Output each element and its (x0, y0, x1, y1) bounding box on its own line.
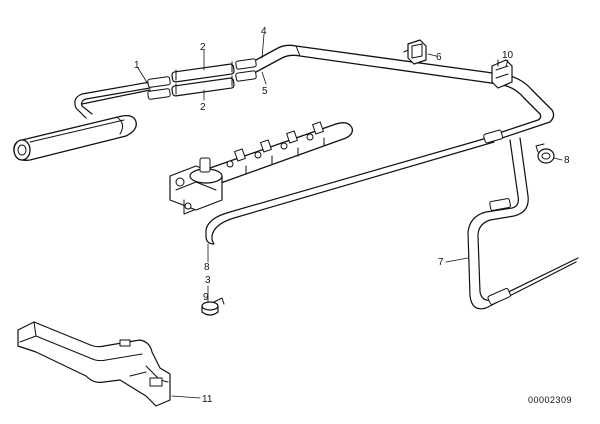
callout-6: 6 (436, 52, 442, 63)
leader-lines (137, 33, 563, 399)
callout-8-right: 8 (564, 155, 570, 166)
fuel-rail (202, 121, 354, 186)
protective-cover (17, 321, 171, 407)
return-line (205, 129, 504, 245)
filter-outlet-hose (74, 81, 151, 119)
callout-7: 7 (438, 257, 444, 268)
callout-4: 4 (261, 26, 267, 37)
front-hose-section (147, 58, 257, 100)
retaining-clip (403, 39, 427, 65)
callout-2-lower: 2 (200, 102, 206, 113)
callout-8-left: 8 (204, 262, 210, 273)
right-line-section (467, 137, 579, 310)
hose-clamp (201, 297, 225, 316)
callout-2-upper: 2 (200, 42, 206, 53)
callout-5: 5 (262, 86, 268, 97)
upper-fuel-lines (255, 44, 555, 141)
callout-labels: 1 2 2 3 4 5 6 7 8 8 9 10 11 (134, 26, 570, 405)
callout-9: 9 (203, 292, 209, 303)
callout-3: 3 (205, 275, 211, 286)
grommet (535, 143, 555, 164)
callout-1: 1 (134, 60, 140, 71)
bracket-clip (491, 59, 513, 89)
callout-11: 11 (202, 394, 213, 405)
document-number: 00002309 (528, 395, 572, 405)
fuel-filter (13, 114, 137, 161)
callout-10: 10 (502, 50, 514, 61)
pressure-regulator (169, 157, 223, 215)
